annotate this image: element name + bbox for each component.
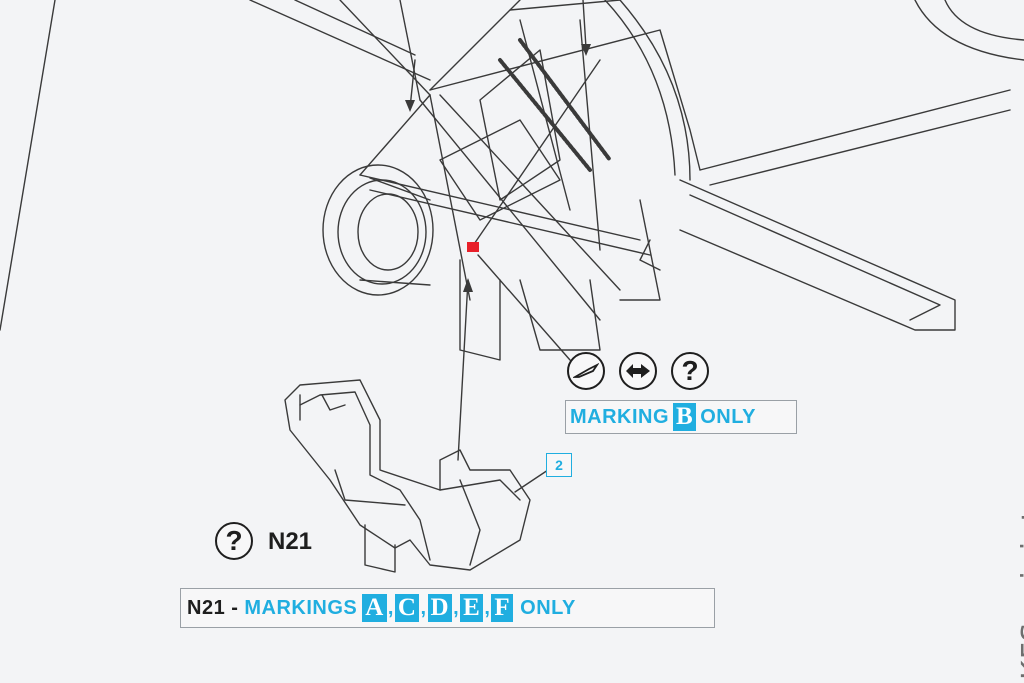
knife-icon	[567, 352, 605, 390]
markings-separator: ,	[387, 596, 394, 619]
marking-b-prefix: MARKING	[570, 405, 670, 428]
markings-separator: ,	[453, 596, 460, 619]
markings-suffix: ONLY	[520, 596, 576, 619]
marking-b-label: MARKING B ONLY	[565, 400, 797, 434]
part-number: 2	[546, 453, 572, 477]
marking-letter-d: D	[427, 594, 453, 622]
marking-letter-c: C	[394, 594, 420, 622]
markings-prefix: MARKINGS	[244, 596, 358, 619]
markings-code: N21	[187, 596, 226, 619]
markings-dash: -	[231, 596, 239, 619]
marking-letter-f: F	[491, 594, 514, 622]
swap-arrow-icon	[619, 352, 657, 390]
markings-separator: ,	[420, 596, 427, 619]
n21-code: N21	[268, 528, 313, 555]
question-symbol: ?	[671, 352, 709, 390]
n21-question-symbol: ?	[215, 522, 253, 560]
question-text: ?	[681, 355, 699, 386]
markings-separator: ,	[484, 596, 491, 619]
marking-letter-b: B	[673, 403, 697, 431]
watermark: KFS-miniatures	[1016, 440, 1024, 681]
marking-letter-a: A	[362, 594, 387, 622]
n21-question-text: ?	[225, 525, 243, 556]
marking-letter-e: E	[460, 594, 484, 622]
markings-line: N21 - MARKINGS A , C , D , E , F ONLY	[180, 588, 715, 628]
marking-b-suffix: ONLY	[700, 405, 756, 428]
